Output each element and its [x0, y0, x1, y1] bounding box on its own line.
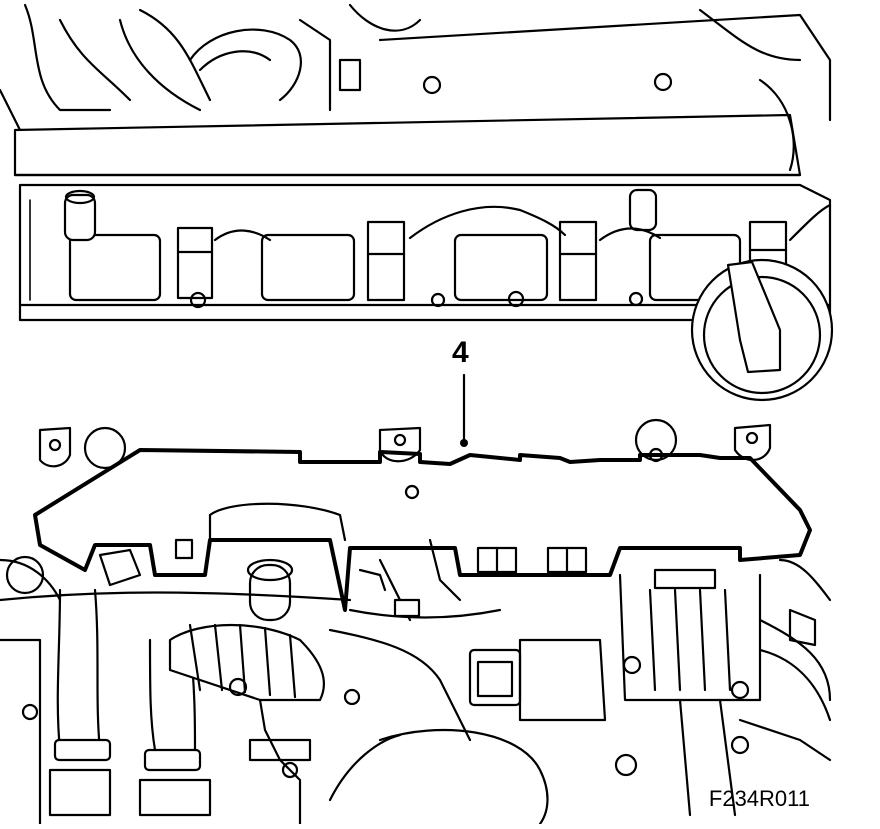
upper-hoses	[0, 3, 832, 172]
wiring-harness-icon	[0, 538, 832, 826]
cover-plate	[33, 418, 812, 612]
ignition-coil-icon	[260, 220, 446, 308]
ignition-coil-icon	[63, 189, 214, 309]
cam-cover-rail	[13, 113, 832, 322]
ignition-coil-icon	[453, 220, 644, 308]
ignition-coil-row	[63, 188, 832, 309]
callout-label-4: 4	[452, 336, 469, 369]
oil-filler-cap-icon	[690, 258, 834, 402]
callout-leader	[460, 373, 468, 447]
figure-code: F234R011	[708, 786, 810, 811]
